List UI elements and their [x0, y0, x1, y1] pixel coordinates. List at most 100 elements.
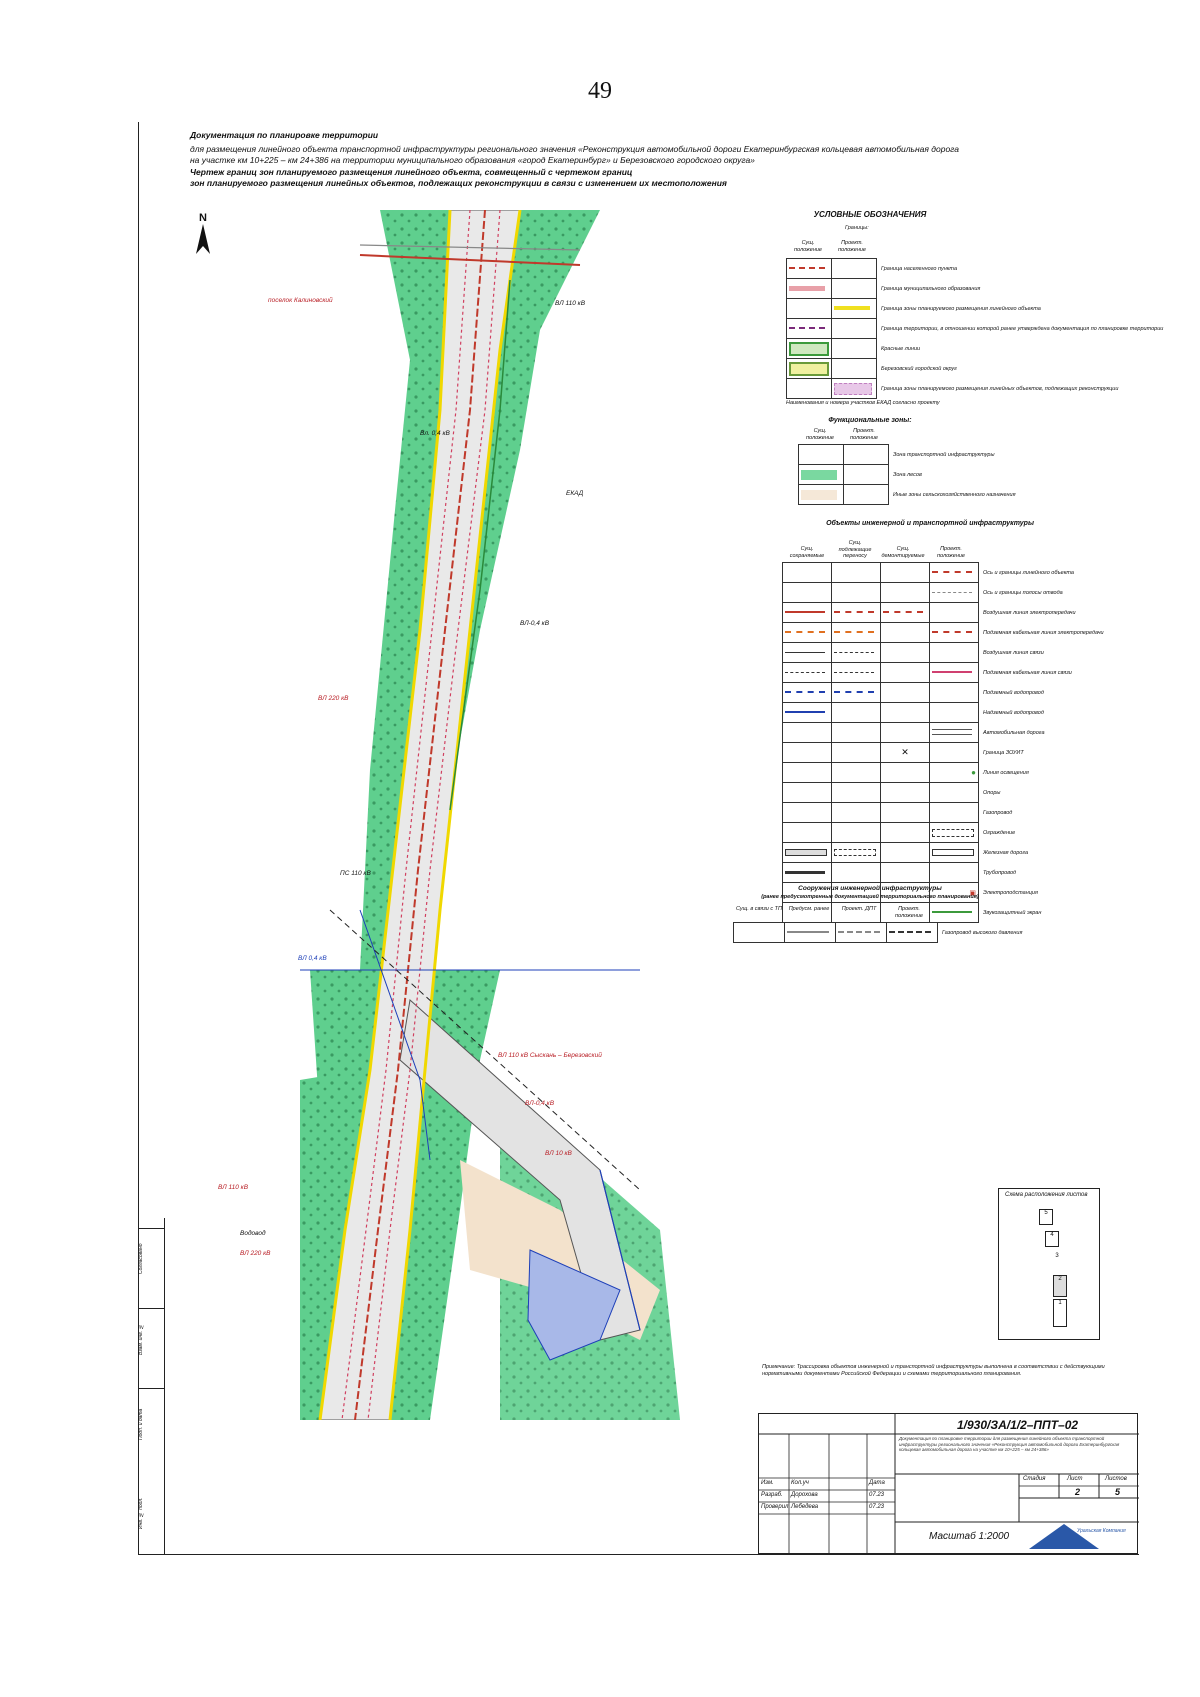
legend3-col4: Проект. положение [937, 546, 965, 559]
drawing-sheet-frame [138, 122, 1139, 1555]
header-line-3: на участке км 10+225 – км 24+386 на терр… [190, 155, 755, 165]
drawing-note: Примечание: Трассировка объектов инженер… [762, 1364, 1105, 1377]
legend-col-existing: Сущ. положение [794, 240, 822, 253]
legend3-row-1: Ось и границы линейного объекта [983, 569, 1074, 576]
legend3-row-15: Железная дорога [983, 849, 1029, 856]
legend-row-4: Граница территории, в отношении которой … [881, 325, 1164, 332]
scheme-sheet-2: 2 [1053, 1275, 1067, 1297]
legend3-row-17: Электроподстанция [983, 889, 1038, 896]
legend-title: УСЛОВНЫЕ ОБОЗНАЧЕНИЯ [813, 210, 927, 219]
legend-boundaries-table: Граница населенного пункта Граница муниц… [786, 258, 1166, 399]
scheme-sheet-4: 4 [1045, 1231, 1059, 1247]
stamp-sheets-label: Листов [1105, 1476, 1127, 1482]
legend3-row-3: Воздушная линия электропередачи [983, 609, 1076, 616]
legend4-col3: Проект. ДПТ [841, 906, 877, 912]
stamp-role-3: Проверил [761, 1504, 789, 1510]
legend3-col3: Сущ. демонтируемые [881, 546, 925, 559]
planned-zone-boundary [318, 210, 452, 1420]
legend-row-2: Граница муниципального образования [881, 285, 981, 292]
legend2-col2: Проект. положение [850, 428, 878, 441]
header-line-2: для размещения линейного объекта транспо… [190, 144, 960, 154]
legend-subtitle: Границы: [845, 225, 869, 231]
legend3-row-6: Подземная кабельная линия связи [983, 669, 1072, 676]
legend-col-proposed: Проект. положение [838, 240, 866, 253]
north-arrow: N [196, 212, 210, 261]
map-label-7: ПС 110 кВ [340, 870, 371, 877]
side-stamp-3: Подп. и дата [138, 1388, 164, 1459]
map-label-2: Вл. 0,4 кВ [420, 430, 450, 437]
map-label-10: ВЛ-0,4 кВ [525, 1100, 555, 1107]
side-stamp: Согласовано Взам. инв. № Подп. и дата Ин… [138, 1218, 165, 1554]
north-label: N [199, 212, 207, 224]
stamp-company: Уральская Компания [1077, 1528, 1126, 1534]
scheme-sheet-5: 5 [1039, 1209, 1053, 1225]
legend2-row-1: Зона транспортной инфраструктуры [893, 451, 995, 458]
stamp-name-1: Кол.уч [791, 1480, 809, 1486]
scheme-sheet-3: 3 [1055, 1253, 1059, 1259]
legend4-row-1: Газопровод высокого давления [942, 929, 1023, 936]
legend3-row-11: Линия освещения [983, 769, 1029, 776]
legend-row-3: Граница зоны планируемого размещения лин… [881, 305, 1041, 312]
legend2-col1: Сущ. положение [806, 428, 834, 441]
map-label-12: ВЛ 110 кВ [218, 1184, 249, 1191]
sheet-layout-scheme: Схема расположения листов 5 4 3 2 1 [998, 1188, 1100, 1340]
legend3-row-5: Воздушная линия связи [983, 649, 1044, 656]
legend-zones-table: Зона транспортной инфраструктуры Зона ле… [798, 444, 1018, 505]
legend-row-5: Красные линии [881, 345, 921, 352]
drawing-code: 1/930/ЗА/1/2–ППТ–02 [957, 1418, 1079, 1432]
header-line-5: зон планируемого размещения линейных объ… [190, 178, 727, 188]
stamp-name-2: Дорохова [791, 1492, 818, 1498]
stamp-name-3: Лебедева [791, 1504, 819, 1510]
stamp-role-2: Разраб. [761, 1492, 783, 1498]
side-stamp-4: Инв. № подл. [138, 1497, 144, 1529]
scheme-title: Схема расположения листов [1005, 1192, 1088, 1198]
legend-note: Наименования и номера участков ЕКАД согл… [786, 400, 940, 406]
legend3-row-14: Ограждение [983, 829, 1016, 836]
north-arrow-icon [196, 224, 210, 254]
legend-row-1: Граница населенного пункта [881, 265, 958, 272]
map-label-1: поселок Калиновский [268, 297, 333, 304]
legend3-row-18: Звукозащитный экран [983, 909, 1042, 916]
side-stamp-1: Согласовано [138, 1228, 164, 1289]
stamp-date-2: 07.23 [869, 1492, 885, 1498]
map-label-5: ВЛ-0,4 кВ [520, 620, 550, 627]
stamp-sheet-number: 2 [1075, 1487, 1081, 1497]
side-stamp-2: Взам. инв. № [138, 1308, 164, 1369]
legend2-row-3: Иные зоны сельскохозяйственного назначен… [893, 491, 1016, 498]
stamp-date-3: 07.23 [869, 1504, 885, 1510]
legend3-row-7: Подземный водопровод [983, 689, 1044, 696]
legend-infrastructure-table: Ось и границы линейного объекта Ось и гр… [782, 562, 1107, 923]
stamp-sheets-count: 5 [1115, 1487, 1121, 1497]
drawing-scale: Масштаб 1:2000 [929, 1531, 1010, 1542]
map-label-8: ВЛ 0,4 кВ [298, 955, 327, 962]
map-label-4: ВЛ 220 кВ [318, 695, 349, 702]
legend3-row-12: Опоры [983, 789, 1001, 796]
legend3-col1: Сущ. сохраняемые [789, 546, 825, 559]
legend3-row-16: Трубопровод [983, 869, 1017, 876]
legend4-subtitle: (ранее предусмотренные документацией тер… [761, 894, 979, 900]
legend3-row-4: Подземная кабельная линия электропередач… [983, 629, 1104, 636]
legend4-col2: Предусм. ранее [788, 906, 830, 912]
map-label-6: ЕКАД [566, 490, 584, 497]
header-line-4: Чертеж границ зон планируемого размещени… [190, 167, 633, 177]
legend3-row-13: Газопровод [983, 809, 1013, 816]
title-block-description: Документация по планировке территории дл… [899, 1436, 1120, 1452]
legend3-row-8: Надземный водопровод [983, 709, 1044, 716]
map-label-3: ВЛ 110 кВ [555, 300, 586, 307]
legend2-row-2: Зона лесов [893, 471, 922, 478]
legend3-col2: Сущ. подлежащие переносу [838, 540, 872, 559]
legend3-row-9: Автомобильная дорога [983, 729, 1045, 736]
legend2-title: Функциональные зоны: [828, 417, 912, 424]
map-label-9: ВЛ 110 кВ Сыскань – Березовский [498, 1052, 602, 1059]
scheme-sheet-1: 1 [1053, 1299, 1067, 1327]
road-axis [354, 210, 486, 1420]
header-title: Документация по планировке территории [190, 130, 379, 140]
water-body [527, 1249, 621, 1361]
map-label-11: ВЛ 10 кВ [545, 1150, 572, 1157]
stamp-role-1: Изм. [761, 1480, 774, 1486]
legend-utilities-table: Газопровод высокого давления [733, 922, 1024, 943]
title-block-grid [759, 1414, 1139, 1555]
legend4-title: Сооружения инженерной инфраструктуры [798, 885, 942, 892]
stamp-stage-label: Стадия [1023, 1476, 1046, 1482]
planning-map [300, 210, 680, 1420]
